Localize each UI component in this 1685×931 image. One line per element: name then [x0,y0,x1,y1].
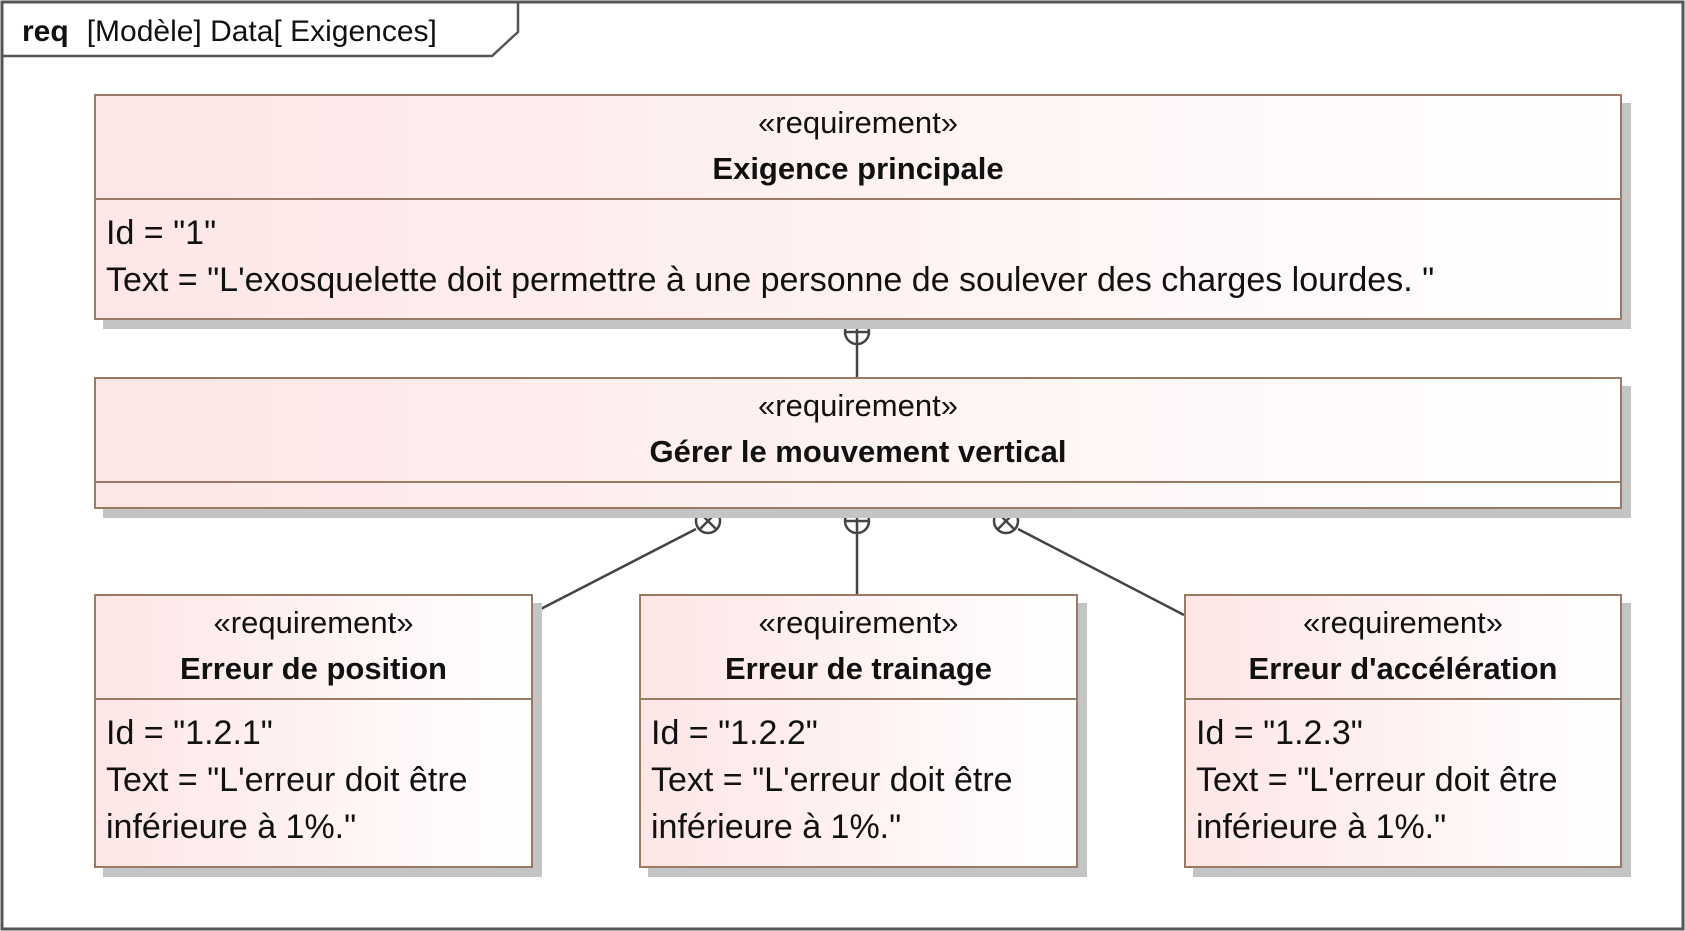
stereotype-label: «requirement» [213,605,414,640]
requirement-name: Erreur d'accélération [1248,651,1558,686]
requirement-main[interactable]: «requirement» Exigence principale Id = "… [94,94,1622,320]
requirement-text-line: Text = "L'erreur doit être [1196,761,1558,799]
containment-icon [843,318,871,346]
requirement-text-line: inférieure à 1%." [1196,808,1447,846]
stereotype-label: «requirement» [758,105,958,140]
connector-vertical-position [532,527,697,615]
requirement-id: Id = "1" [106,214,217,252]
containment-icon [992,507,1020,535]
requirement-trainage[interactable]: «requirement» Erreur de trainage Id = "1… [639,594,1078,868]
requirement-header: «requirement» Erreur de trainage [641,596,1076,700]
connector-vertical-acceleration [1017,527,1185,617]
requirement-text-line: Text = "L'erreur doit être [651,761,1013,799]
frame-tab [2,2,520,58]
requirement-name: Gérer le mouvement vertical [649,434,1067,469]
requirement-text-line: inférieure à 1%." [106,808,357,846]
requirement-acceleration[interactable]: «requirement» Erreur d'accélération Id =… [1184,594,1622,868]
frame-keyword: req [22,15,69,48]
requirement-properties: Id = "1" Text = "L'exosquelette doit per… [96,200,1620,304]
requirement-properties: Id = "1.2.1" Text = "L'erreur doit être … [96,700,531,851]
requirement-id: Id = "1.2.1" [106,714,273,752]
containment-markers [694,318,1020,535]
stereotype-label: «requirement» [758,388,958,423]
requirement-header: «requirement» Exigence principale [96,96,1620,200]
requirement-position[interactable]: «requirement» Erreur de position Id = "1… [94,594,533,868]
requirement-properties: Id = "1.2.2" Text = "L'erreur doit être … [641,700,1076,851]
frame-label: req [Modèle] Data[ Exigences] [22,15,437,48]
requirement-header: «requirement» Erreur de position [96,596,531,700]
containment-icon [843,507,871,535]
requirement-vertical[interactable]: «requirement» Gérer le mouvement vertica… [94,377,1622,509]
requirement-text-line: Text = "L'erreur doit être [106,761,468,799]
stereotype-label: «requirement» [758,605,959,640]
stereotype-label: «requirement» [1303,605,1503,640]
requirement-id: Id = "1.2.3" [1196,714,1363,752]
requirement-text-line: inférieure à 1%." [651,808,902,846]
requirement-header: «requirement» Erreur d'accélération [1186,596,1620,700]
frame-title: [Modèle] Data[ Exigences] [87,15,437,48]
requirement-properties: Id = "1.2.3" Text = "L'erreur doit être … [1186,700,1620,851]
containment-icon [694,507,722,535]
requirement-name: Exigence principale [712,151,1004,186]
connectors [532,344,1185,617]
requirement-header: «requirement» Gérer le mouvement vertica… [96,379,1620,483]
requirement-id: Id = "1.2.2" [651,714,818,752]
requirement-text: Text = "L'exosquelette doit permettre à … [106,261,1435,299]
requirement-name: Erreur de position [180,651,447,686]
requirement-name: Erreur de trainage [724,651,993,686]
